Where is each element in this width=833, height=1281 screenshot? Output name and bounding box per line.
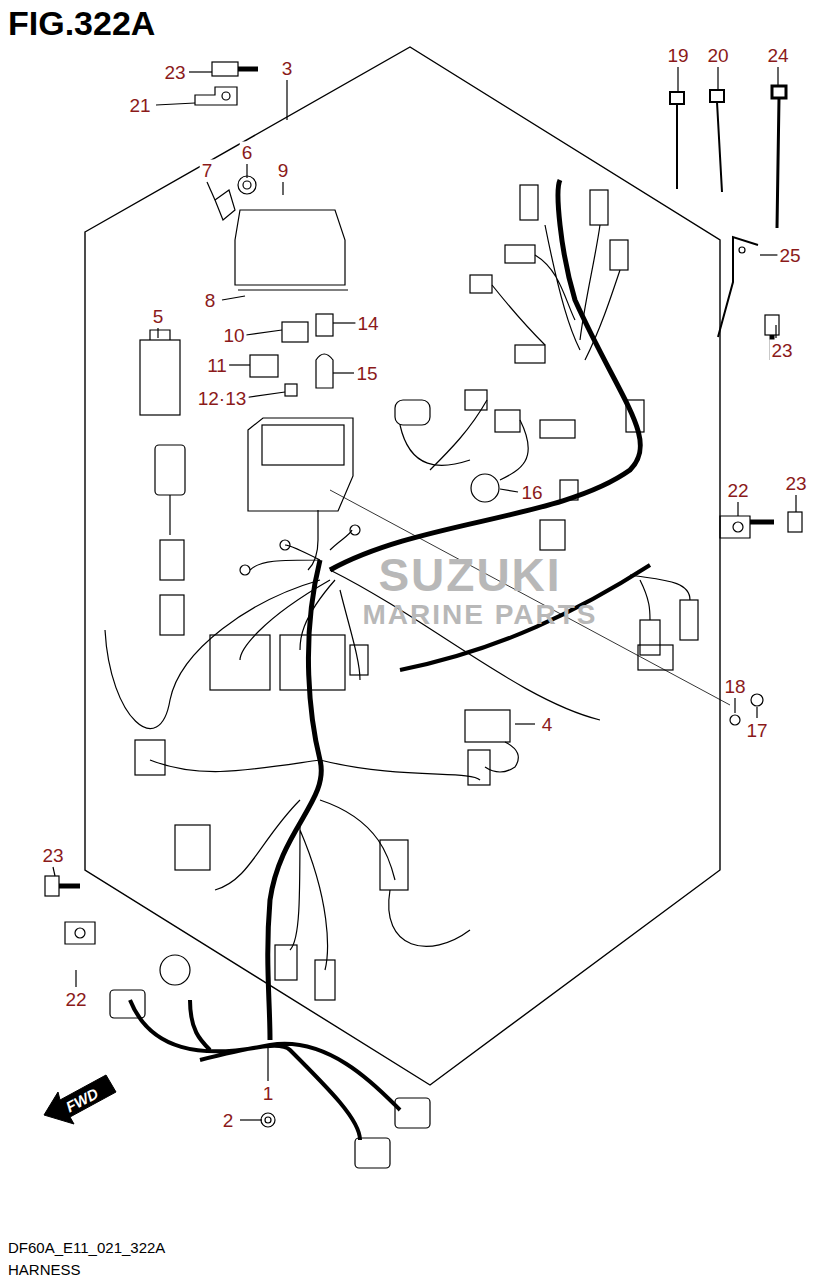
callout-number: 17	[744, 720, 769, 741]
callout-number: 5	[151, 306, 166, 327]
drawing-code: DF60A_E11_021_322A	[8, 1240, 165, 1255]
callout-number: 19	[665, 45, 690, 66]
callout-number: 21	[127, 95, 152, 116]
callout-number: 24	[765, 45, 790, 66]
callout-number: 23	[162, 62, 187, 83]
callout-number: 12·13	[196, 388, 249, 409]
callout-number: 25	[777, 245, 802, 266]
callout-number: 15	[354, 363, 379, 384]
callout-number: 20	[705, 45, 730, 66]
callout-number: 3	[280, 58, 295, 79]
callout-number: 7	[200, 160, 215, 181]
callout-number: 18	[722, 676, 747, 697]
callout-number: 10	[221, 325, 246, 346]
callout-number: 23	[769, 340, 794, 361]
callout-number: 22	[63, 989, 88, 1010]
callout-number: 23	[40, 845, 65, 866]
callout-number: 11	[205, 355, 229, 376]
figure-caption: HARNESS	[8, 1262, 81, 1277]
callout-number: 6	[240, 142, 255, 163]
callout-number: 22	[725, 480, 750, 501]
callout-number: 9	[276, 160, 291, 181]
callout-number: 14	[355, 313, 380, 334]
callout-number: 1	[261, 1083, 276, 1104]
figure-title: FIG.322A	[8, 6, 155, 40]
watermark: MARINE PARTS	[362, 601, 597, 629]
callout-number: 23	[783, 473, 808, 494]
watermark: SUZUKI	[378, 552, 561, 598]
callout-number: 8	[203, 290, 218, 311]
callout-number: 4	[540, 714, 555, 735]
callout-number: 16	[519, 482, 544, 503]
callout-number: 2	[221, 1110, 236, 1131]
